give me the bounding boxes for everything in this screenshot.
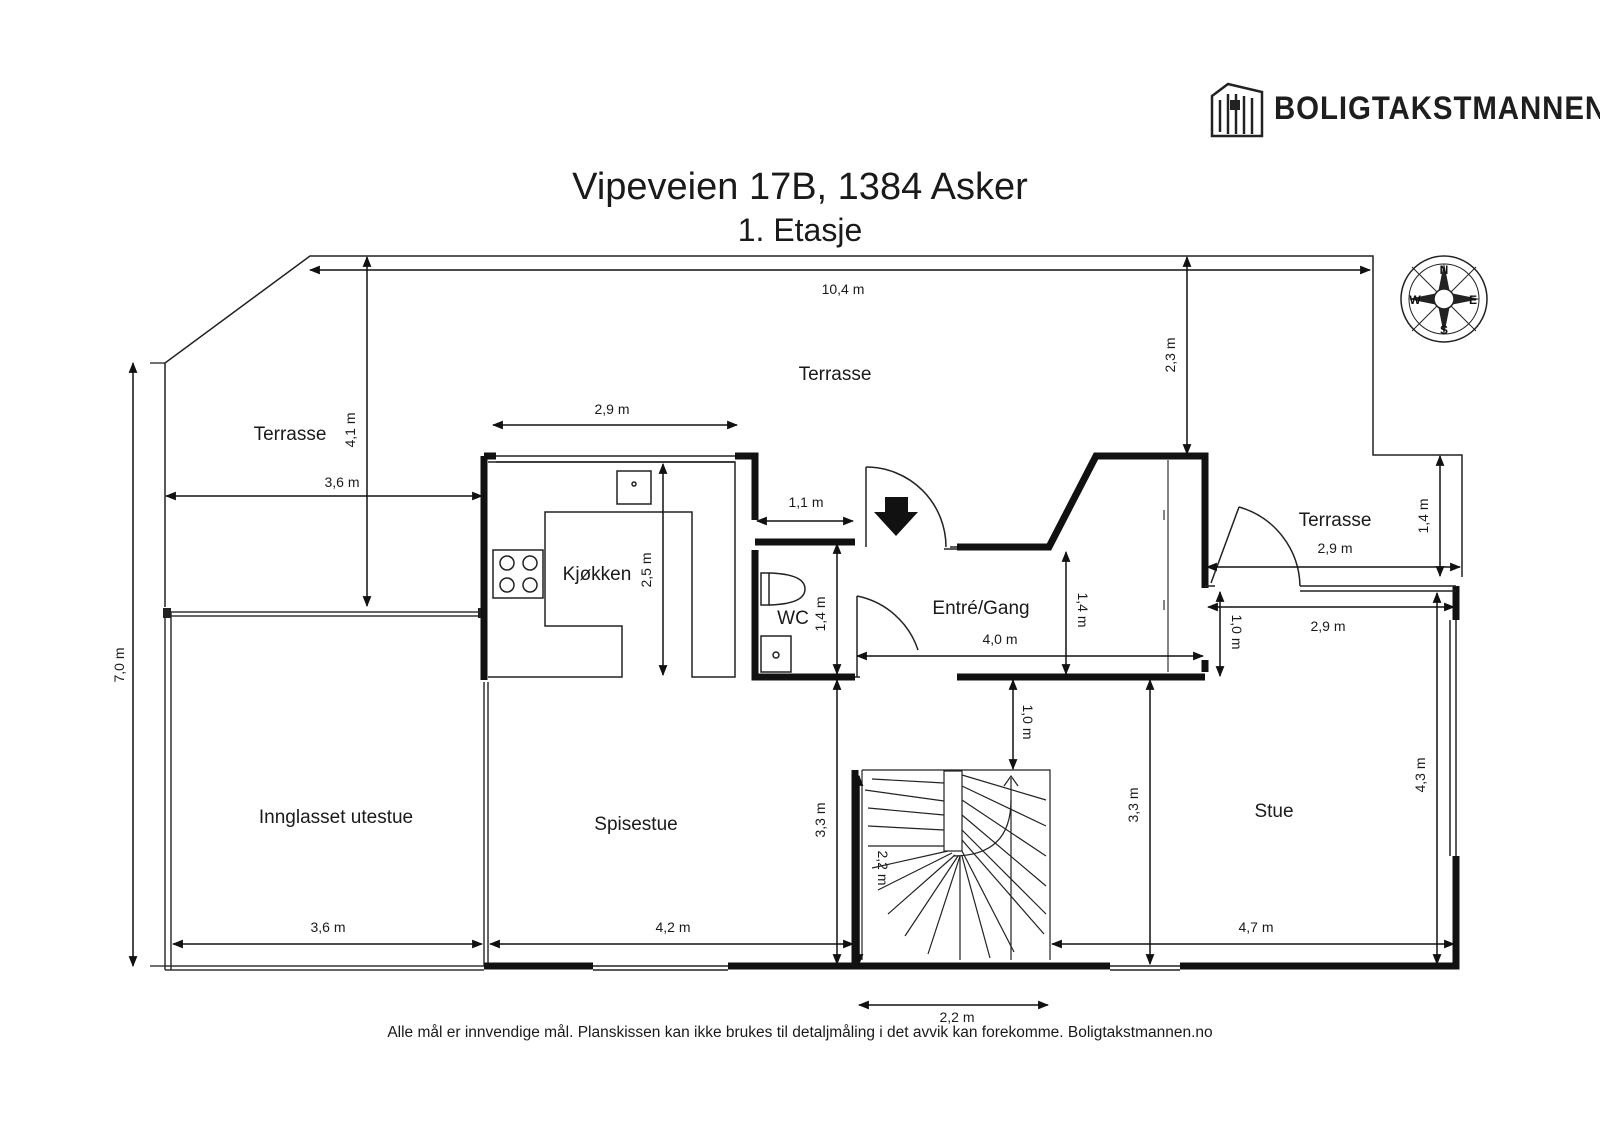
room-label-terrasse-top: Terrasse <box>799 364 872 385</box>
doors <box>856 466 1301 677</box>
building-logo-icon <box>1210 82 1264 138</box>
dim-label: 1,4 m <box>1075 592 1091 627</box>
room-label-terrasse-right: Terrasse <box>1299 510 1372 531</box>
dim-label: 7,0 m <box>111 647 127 682</box>
compass-w: W <box>1409 293 1421 307</box>
dim-label: 2,9 m <box>1317 540 1352 556</box>
glass-enclosure <box>164 611 489 971</box>
floor-label: 1. Etasje <box>737 212 863 248</box>
glass-corner <box>163 608 171 618</box>
dim-label: 3,3 m <box>812 802 828 837</box>
terrace-outline <box>164 255 1463 607</box>
wc-fixtures <box>760 572 806 673</box>
dim-label: 4,0 m <box>982 631 1017 647</box>
room-label-kjokken: Kjøkken <box>563 564 632 585</box>
compass-e: E <box>1469 293 1477 307</box>
plan-title: Vipeveien 17B, 1384 Asker <box>572 166 1028 208</box>
dim-label: 1,4 m <box>1415 498 1431 533</box>
dim-label: 1,0 m <box>1020 704 1036 739</box>
walls <box>480 452 1460 970</box>
brand-logo: BOLIGTAKSTMANNEN <box>1208 80 1600 142</box>
dim-label: 10,4 m <box>822 281 865 297</box>
dim-label: 1,1 m <box>788 494 823 510</box>
dim-label: 3,6 m <box>324 474 359 490</box>
room-label-terrasse-left: Terrasse <box>254 424 327 445</box>
dim-label: 3,3 m <box>1125 787 1141 822</box>
disclaimer-footer: Alle mål er innvendige mål. Planskissen … <box>387 1024 1213 1041</box>
room-label-stue: Stue <box>1254 801 1293 822</box>
compass-s: S <box>1440 323 1448 337</box>
dimension-lines <box>128 255 1462 1010</box>
dim-label: 2,5 m <box>638 552 654 587</box>
thin-walls <box>496 455 1457 971</box>
dim-label: 1,4 m <box>812 596 828 631</box>
wardrobe <box>1163 460 1169 672</box>
entrance-arrow-icon <box>874 497 918 536</box>
dim-label: 2,3 m <box>1162 337 1178 372</box>
dim-label: 2,9 m <box>1310 618 1345 634</box>
dim-label: 4,1 m <box>342 412 358 447</box>
room-label-wc: WC <box>777 608 809 629</box>
dim-label: 4,2 m <box>655 919 690 935</box>
dim-label: 4,3 m <box>1412 757 1428 792</box>
compass-rose-icon: N S W E <box>1400 255 1488 343</box>
dim-label: 2,2 m <box>875 850 891 885</box>
room-label-inglasset: Innglasset utestue <box>259 807 413 828</box>
dim-label: 2,2 m <box>939 1009 974 1025</box>
brand-name: BOLIGTAKSTMANNEN <box>1274 90 1600 126</box>
compass-n: N <box>1440 263 1449 277</box>
dim-label: 2,9 m <box>594 401 629 417</box>
kitchen-counter <box>488 461 736 678</box>
dim-label: 1,0 m <box>1229 614 1245 649</box>
dim-label: 3,6 m <box>310 919 345 935</box>
room-label-spisestue: Spisestue <box>594 814 677 835</box>
dimension-ticks <box>150 362 165 967</box>
dim-label: 4,7 m <box>1238 919 1273 935</box>
room-label-entre: Entré/Gang <box>932 598 1029 619</box>
